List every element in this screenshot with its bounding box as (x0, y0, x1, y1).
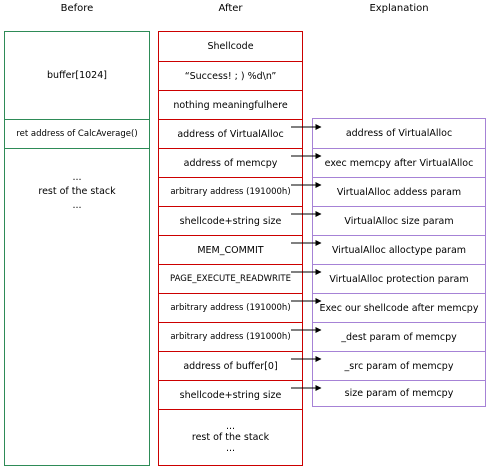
after-cell: arbitrary address (191000h) (159, 322, 302, 351)
after-virtualalloc-address-label: address of VirtualAlloc (177, 128, 284, 140)
after-buffer-address-label: address of buffer[0] (183, 360, 278, 372)
after-cell: Shellcode (159, 32, 302, 61)
after-arbitrary-address-label: arbitrary address (191000h) (170, 187, 291, 197)
after-padding-label: nothing meaningfulhere (173, 99, 288, 111)
after-rest-dots-top: ... (225, 421, 236, 432)
explanation-label: VirtualAlloc addess param (336, 186, 462, 198)
before-header: Before (60, 3, 94, 14)
explanation-cell: VirtualAlloc size param (313, 206, 485, 235)
after-size-label: shellcode+string size (179, 389, 282, 401)
after-cell: arbitrary address (191000h) (159, 177, 302, 206)
explanation-cell: VirtualAlloc protection param (313, 264, 485, 293)
after-mem-commit-label: MEM_COMMIT (197, 244, 264, 256)
explanation-label: _src param of memcpy (344, 360, 454, 372)
after-cell: “Success! ; ) %d\n” (159, 61, 302, 90)
before-rest-of-stack-cell: ... rest of the stack ... (5, 148, 149, 465)
explanation-cell: address of VirtualAlloc (313, 119, 485, 148)
explanation-cell: VirtualAlloc addess param (313, 177, 485, 206)
after-format-string-label: “Success! ; ) %d\n” (184, 70, 277, 82)
explanation-cell: exec memcpy after VirtualAlloc (313, 148, 485, 177)
explanation-label: _dest param of memcpy (341, 331, 457, 343)
after-stack-column: Shellcode “Success! ; ) %d\n” nothing me… (158, 31, 303, 466)
after-cell: PAGE_EXECUTE_READWRITE (159, 264, 302, 293)
before-ret-address-label: ret address of CalcAverage() (16, 129, 138, 139)
after-cell: address of VirtualAlloc (159, 119, 302, 148)
explanation-cell: size param of memcpy (313, 380, 485, 406)
after-arbitrary-address-label: arbitrary address (191000h) (170, 332, 291, 342)
after-rest-of-stack-cell: ... rest of the stack ... (159, 409, 302, 465)
before-rest-text: rest of the stack (38, 186, 116, 197)
explanation-label: VirtualAlloc protection param (329, 273, 469, 285)
after-cell: arbitrary address (191000h) (159, 293, 302, 322)
after-page-execute-readwrite-label: PAGE_EXECUTE_READWRITE (169, 274, 291, 284)
explanation-label: address of VirtualAlloc (345, 128, 453, 139)
explanation-label: VirtualAlloc size param (344, 215, 454, 227)
after-memcpy-address-label: address of memcpy (183, 157, 278, 169)
explanation-cell: VirtualAlloc alloctype param (313, 235, 485, 264)
after-rest-dots-bottom: ... (225, 443, 236, 454)
after-cell: shellcode+string size (159, 206, 302, 235)
after-cell: nothing meaningfulhere (159, 90, 302, 119)
before-stack-column: buffer[1024] ret address of CalcAverage(… (4, 31, 150, 466)
before-rest-dots-bottom: ... (72, 200, 82, 211)
before-buffer-label: buffer[1024] (47, 70, 107, 81)
explanation-cell: _src param of memcpy (313, 351, 485, 380)
after-cell: address of memcpy (159, 148, 302, 177)
before-rest-dots-top: ... (72, 172, 82, 183)
explanation-label: size param of memcpy (344, 388, 454, 399)
after-cell: address of buffer[0] (159, 351, 302, 380)
explanation-label: exec memcpy after VirtualAlloc (324, 157, 474, 169)
explanation-column: address of VirtualAlloc exec memcpy afte… (312, 118, 486, 407)
before-buffer-cell: buffer[1024] (5, 32, 149, 119)
after-header: After (218, 3, 243, 14)
explanation-label: VirtualAlloc alloctype param (331, 244, 467, 256)
explanation-cell: _dest param of memcpy (313, 322, 485, 351)
explanation-cell: Exec our shellcode after memcpy (313, 293, 485, 322)
explanation-label: Exec our shellcode after memcpy (319, 302, 479, 314)
after-cell: shellcode+string size (159, 380, 302, 409)
after-arbitrary-address-label: arbitrary address (191000h) (170, 303, 291, 313)
after-shellcode-label: Shellcode (207, 41, 254, 52)
after-size-label: shellcode+string size (179, 215, 282, 227)
explanation-header: Explanation (369, 3, 429, 14)
after-rest-text: rest of the stack (191, 432, 270, 443)
before-ret-address-cell: ret address of CalcAverage() (5, 119, 149, 148)
after-cell: MEM_COMMIT (159, 235, 302, 264)
